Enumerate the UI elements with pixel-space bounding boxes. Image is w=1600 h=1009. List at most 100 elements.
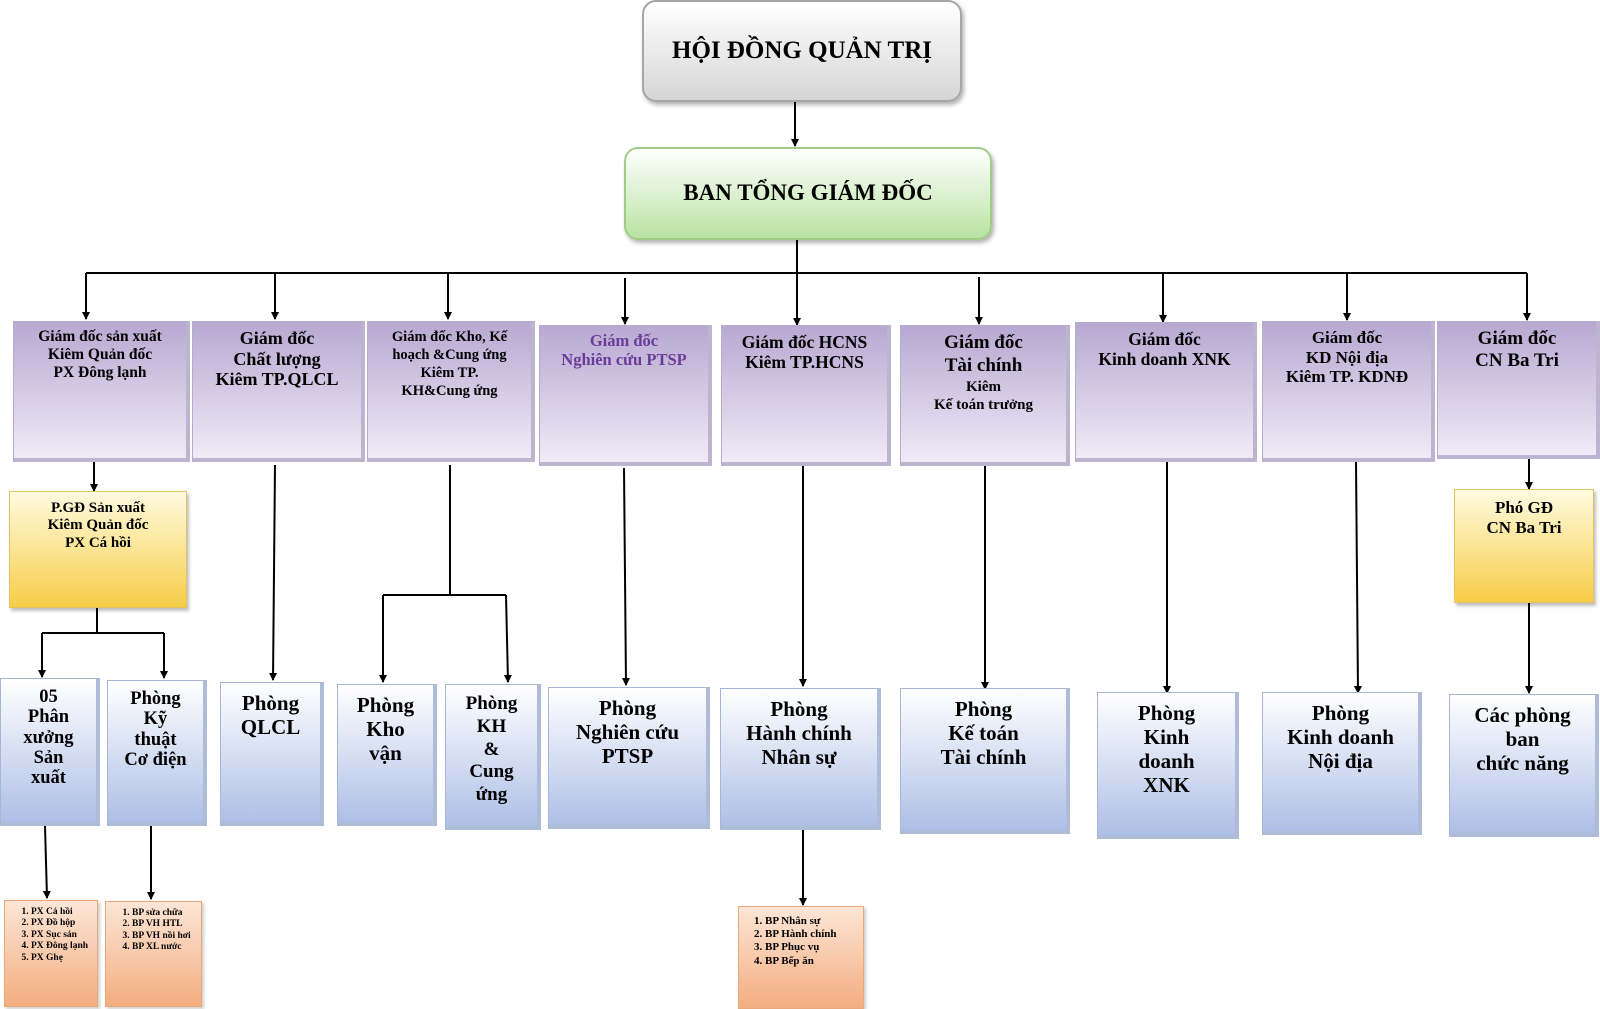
dept-line: Sản	[33, 748, 64, 769]
dept-line: XNK	[1143, 773, 1190, 798]
unit-item: BP XL nước	[132, 942, 197, 953]
unit-item: PX Đồ hộp	[31, 918, 93, 929]
director-tai-chinh: Giám đốc Tài chính Kiêm Kế toán trưởng	[900, 325, 1070, 466]
director-kho: Giám đốc Kho, Kế hoạch &Cung ứng Kiêm TP…	[367, 321, 535, 462]
dept-line: ứng	[475, 784, 508, 806]
dept-line: chức năng	[1476, 751, 1569, 776]
deputy-line: CN Ba Tri	[1486, 517, 1562, 537]
unit-item: BP Bếp ăn	[765, 955, 859, 968]
unit-list-ky-thuat: BP sửa chữa BP VH HTL BP VH nồi hơi BP X…	[105, 901, 202, 1007]
director-line: Giám đốc	[1477, 328, 1557, 349]
deputy-san-xuat: P.GĐ Sản xuất Kiêm Quản đốc PX Cá hồi	[9, 491, 187, 608]
director-line: Nghiên cứu PTSP	[561, 349, 687, 369]
unit-item: BP VH nồi hơi	[132, 931, 197, 942]
dept-line: Phòng	[356, 693, 415, 717]
director-line: PX Đông lạnh	[53, 363, 147, 381]
director-line: Giám đốc	[1311, 328, 1383, 347]
dept-line: Hành chính	[746, 721, 852, 746]
dept-phan-xuong: 05 Phân xưởng Sản xuất	[0, 678, 100, 826]
ceo-board-box: BAN TỔNG GIÁM ĐỐC	[624, 147, 992, 240]
dept-line: Phòng	[954, 697, 1013, 721]
dept-line: Kho	[366, 717, 405, 742]
director-line: Kiêm Quản đốc	[47, 345, 153, 363]
dept-ke-toan: Phòng Kế toán Tài chính	[900, 688, 1070, 834]
dept-hanh-chinh: Phòng Hành chính Nhân sự	[720, 688, 881, 830]
director-line: CN Ba Tri	[1475, 349, 1559, 371]
unit-item: BP sửa chữa	[132, 908, 197, 919]
dept-line: Nội địa	[1308, 749, 1373, 774]
director-line: Kiêm TP. KDNĐ	[1285, 367, 1409, 387]
deputy-line: Phó GĐ	[1494, 498, 1554, 517]
dept-line: Cung	[469, 761, 514, 783]
ceo-title: BAN TỔNG GIÁM ĐỐC	[683, 180, 933, 206]
dept-kho-van: Phòng Kho vận	[337, 684, 437, 826]
director-line: Kiêm	[966, 378, 1001, 395]
dept-line: xuất	[31, 768, 66, 789]
dept-line: Phòng	[465, 693, 518, 714]
dept-kinh-doanh-noi-dia: Phòng Kinh doanh Nội địa	[1262, 692, 1422, 835]
director-line: Giám đốc HCNS	[741, 332, 868, 352]
director-line: hoạch &Cung ứng	[392, 347, 507, 364]
dept-line: Kỹ	[143, 709, 168, 730]
unit-item: PX Sục sản	[31, 930, 93, 941]
dept-line: &	[483, 738, 500, 760]
dept-line: Các phòng	[1474, 703, 1571, 727]
dept-line: Tài chính	[940, 745, 1027, 770]
dept-line: QLCL	[240, 715, 301, 740]
unit-item: BP VH HTL	[132, 919, 197, 930]
dept-line: Phân	[27, 707, 70, 728]
director-line: Tài chính	[944, 354, 1023, 376]
dept-line: Phòng	[770, 697, 828, 721]
unit-item: BP Phục vụ	[765, 941, 859, 954]
dept-line: 05	[39, 687, 58, 707]
director-line: Giám đốc	[239, 328, 315, 348]
director-line: Kiêm TP.	[420, 365, 479, 382]
dept-line: Phòng	[241, 691, 300, 715]
dept-line: Phòng	[130, 689, 181, 709]
dept-kinh-doanh-xnk: Phòng Kinh doanh XNK	[1097, 692, 1239, 839]
director-line: KH&Cung ứng	[401, 383, 498, 400]
dept-cac-phong-ban: Các phòng ban chức năng	[1449, 694, 1599, 837]
dept-line: thuật	[134, 729, 177, 750]
director-line: KD Nội địa	[1305, 347, 1389, 367]
dept-line: vận	[369, 741, 402, 766]
dept-line: Nghiên cứu	[575, 720, 680, 745]
unit-item: BP Hành chính	[765, 928, 859, 941]
unit-item: PX Đông lạnh	[31, 941, 93, 952]
deputy-line: PX Cá hồi	[65, 534, 131, 551]
deputy-ba-tri: Phó GĐ CN Ba Tri	[1454, 489, 1594, 603]
unit-list-hcns: BP Nhân sự BP Hành chính BP Phục vụ BP B…	[738, 906, 864, 1009]
unit-list: BP Nhân sự BP Hành chính BP Phục vụ BP B…	[747, 915, 859, 968]
director-xnk: Giám đốc Kinh doanh XNK	[1075, 322, 1257, 462]
dept-line: PTSP	[601, 744, 654, 769]
director-chat-luong: Giám đốc Chất lượng Kiêm TP.QLCL	[192, 321, 365, 462]
dept-line: Kế toán	[948, 721, 1019, 746]
director-line: Kiêm TP.HCNS	[745, 352, 864, 373]
dept-line: doanh	[1138, 749, 1195, 774]
dept-line: Cơ điện	[124, 750, 187, 771]
unit-item: BP Nhân sự	[765, 915, 859, 928]
director-line: Kế toán trưởng	[934, 396, 1033, 413]
dept-qlcl: Phòng QLCL	[220, 682, 324, 826]
director-line: Kinh doanh XNK	[1098, 349, 1231, 370]
deputy-line: P.GĐ Sản xuất	[50, 500, 146, 516]
dept-line: Phòng	[1311, 701, 1370, 725]
director-line: Chất lượng	[233, 348, 321, 369]
dept-line: KH	[476, 715, 507, 737]
dept-ky-thuat: Phòng Kỹ thuật Cơ điện	[107, 680, 207, 826]
board-title: HỘI ĐỒNG QUẢN TRỊ	[672, 36, 932, 64]
dept-nghien-cuu-ptsp: Phòng Nghiên cứu PTSP	[548, 687, 710, 829]
unit-item: PX Cá hồi	[31, 907, 93, 918]
dept-line: Kinh doanh	[1287, 725, 1394, 750]
unit-list: PX Cá hồi PX Đồ hộp PX Sục sản PX Đông l…	[13, 907, 93, 964]
dept-line: xưởng	[23, 727, 74, 748]
dept-line: Kinh	[1143, 725, 1190, 750]
dept-line: Phòng	[598, 696, 657, 720]
dept-kh-cung-ung: Phòng KH & Cung ứng	[445, 684, 541, 830]
dept-line: Nhân sự	[761, 745, 837, 770]
director-san-xuat: Giám đốc sản xuất Kiêm Quản đốc PX Đông …	[13, 321, 190, 462]
director-ba-tri: Giám đốc CN Ba Tri	[1437, 321, 1600, 459]
director-nghien-cuu: Giám đốc Nghiên cứu PTSP	[539, 325, 712, 466]
director-line: Giám đốc	[944, 332, 1023, 353]
